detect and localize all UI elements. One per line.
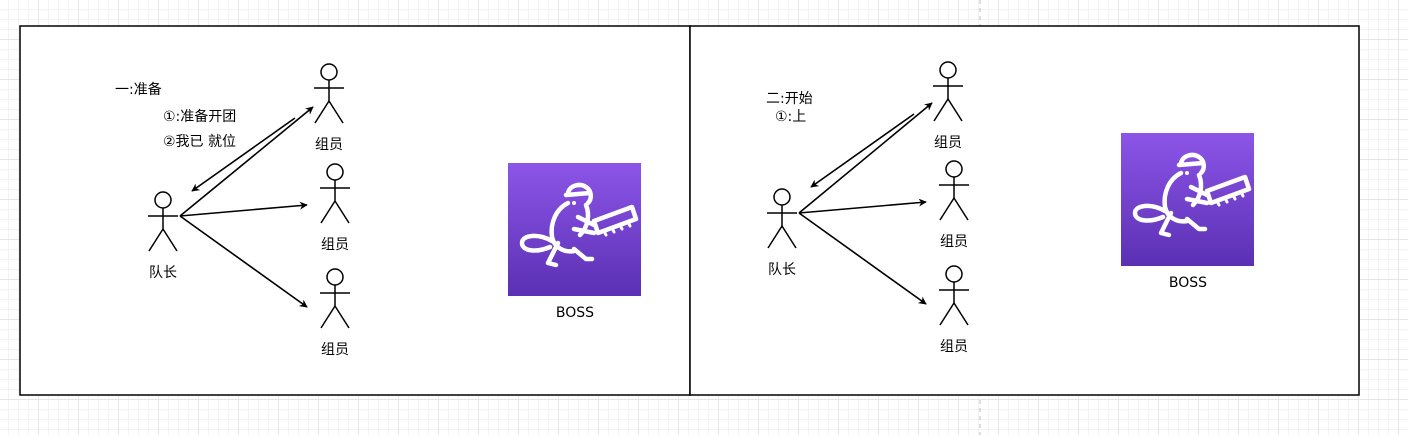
boss-label: BOSS (556, 305, 594, 321)
member-label: 组员 (321, 342, 349, 358)
member-label: 组员 (315, 137, 343, 153)
panel-frame-2[interactable] (689, 25, 1360, 396)
boss-label: BOSS (1169, 275, 1207, 291)
panel-1: 一:准备 ①:准备开团 ②我已 就位 队长 组员 组员 组员 BOSS (115, 63, 641, 358)
step-item: ①:上 (775, 109, 806, 125)
step-title: 一:准备 (115, 81, 162, 98)
member-label: 组员 (940, 234, 968, 250)
step-title: 二:开始 (766, 91, 813, 107)
member-label: 组员 (934, 135, 962, 151)
arrow-leader-to-member[interactable] (179, 106, 314, 217)
arrow-member-to-leader[interactable] (810, 113, 915, 188)
arrow-leader-to-member[interactable] (798, 198, 927, 214)
leader-label: 队长 (768, 262, 796, 278)
member-label: 组员 (940, 339, 968, 355)
arrow-leader-to-member[interactable] (798, 212, 927, 305)
panel-2: 二:开始 ①:上 队长 组员 组员 组员 BOSS (766, 61, 1254, 355)
leader-label: 队长 (149, 265, 177, 281)
member-label: 组员 (321, 237, 349, 253)
arrow-member-to-leader[interactable] (191, 117, 296, 192)
arrow-leader-to-member[interactable] (179, 215, 308, 308)
arrow-leader-to-member[interactable] (798, 102, 933, 214)
arrow-leader-to-member[interactable] (179, 201, 308, 217)
step-item: ①:准备开团 (163, 108, 236, 125)
step-item: ②我已 就位 (163, 134, 236, 150)
